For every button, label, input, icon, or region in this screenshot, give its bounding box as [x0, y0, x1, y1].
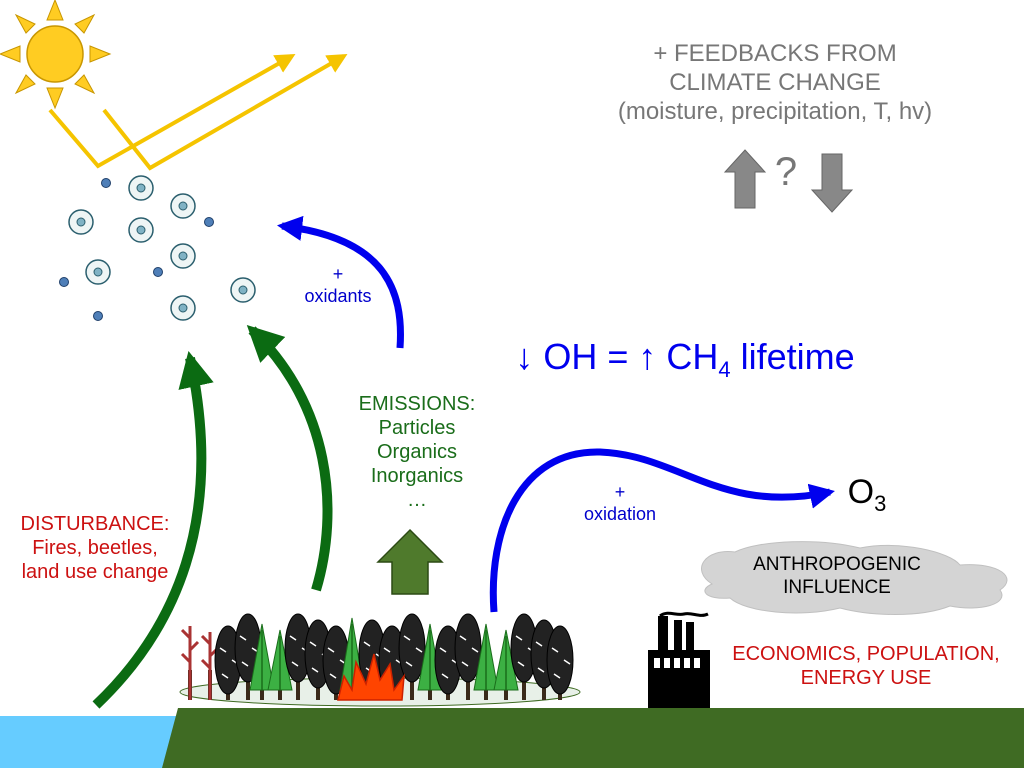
emissions-label: EMISSIONS: Particles Organics Inorganics… [332, 392, 502, 512]
increase-arrow-icon [723, 149, 767, 209]
oh-eq-suffix: lifetime [730, 336, 855, 377]
small-aerosol-particle [153, 267, 163, 277]
aerosol-particle [170, 193, 196, 219]
decrease-arrow-icon [810, 153, 854, 213]
oh-eq-prefix: ↓ OH = ↑ CH [515, 336, 719, 377]
oh-eq-subscript: 4 [718, 357, 731, 383]
tree [454, 613, 482, 700]
tree [546, 625, 574, 700]
emissions-line-2: Particles [378, 417, 456, 439]
emissions-line-5: … [407, 489, 427, 511]
ozone-subscript: 3 [874, 490, 887, 516]
tree [249, 623, 275, 700]
aerosol-particles [59, 175, 256, 321]
small-aerosol-particle [59, 277, 69, 287]
disturbance-arrow [92, 350, 214, 709]
disturbance-line-3: land use change [21, 561, 169, 583]
economics-line-2: ENERGY USE [800, 667, 932, 689]
tree [214, 625, 242, 700]
fire-icon [337, 653, 405, 701]
anthropogenic-line-2: INFLUENCE [783, 576, 891, 598]
oxidants-text: oxidants [304, 285, 372, 306]
anthropogenic-line-1: ANTHROPOGENIC [753, 554, 921, 575]
aerosol-particle [68, 209, 94, 235]
ozone-base: O [847, 473, 875, 511]
oxidation-label: + oxidation [560, 482, 680, 525]
cloud-icon [701, 541, 1008, 615]
oh-ch4-lifetime-label: ↓ OH = ↑ CH4 lifetime [470, 335, 900, 384]
question-mark: ? [774, 150, 798, 194]
forest-icon [179, 613, 581, 707]
emissions-line-1: EMISSIONS: [358, 393, 476, 415]
oxidants-label: + oxidants [288, 264, 388, 307]
ground [162, 708, 1024, 768]
small-aerosol-particle [204, 217, 214, 227]
tree [180, 626, 200, 700]
disturbance-line-1: DISTURBANCE: [20, 513, 170, 535]
tree [473, 623, 499, 700]
feedback-line-1: + FEEDBACKS FROM [653, 40, 897, 67]
aerosol-particle [170, 295, 196, 321]
emissions-up-arrow-icon [376, 528, 444, 595]
feedback-label: + FEEDBACKS FROM CLIMATE CHANGE (moistur… [560, 40, 990, 126]
oxidants-plus: + [332, 264, 344, 284]
aerosol-particle [128, 217, 154, 243]
feedback-line-2: CLIMATE CHANGE [669, 68, 881, 96]
reflected-sunlight-arrows [48, 54, 348, 171]
anthropogenic-influence-label: ANTHROPOGENIC INFLUENCE [712, 554, 962, 600]
tree [398, 613, 426, 700]
aerosol-particle [128, 175, 154, 201]
emissions-to-particles-arrow [246, 325, 333, 592]
economics-label: ECONOMICS, POPULATION, ENERGY USE [706, 642, 1024, 690]
feedback-line-3: (moisture, precipitation, T, hv) [617, 97, 933, 125]
oxidants-arrow [276, 215, 404, 349]
aerosol-particle [230, 277, 256, 303]
aerosol-particle [85, 259, 111, 285]
water [0, 716, 185, 768]
tree [493, 629, 519, 700]
emissions-line-3: Organics [376, 441, 458, 463]
factory-icon [648, 611, 710, 708]
disturbance-line-2: Fires, beetles, [32, 537, 158, 559]
small-aerosol-particle [101, 178, 111, 188]
aerosol-particle [170, 243, 196, 269]
tree [434, 625, 462, 700]
sun-icon [0, 0, 112, 110]
oxidation-arrow [489, 448, 835, 613]
emissions-line-4: Inorganics [370, 465, 464, 487]
economics-line-1: ECONOMICS, POPULATION, [732, 643, 1000, 665]
oxidation-plus: + [614, 482, 626, 502]
small-aerosol-particle [93, 311, 103, 321]
disturbance-label: DISTURBANCE: Fires, beetles, land use ch… [0, 512, 190, 584]
ozone-label: O3 [832, 472, 902, 517]
oxidation-text: oxidation [583, 503, 657, 524]
tree [200, 632, 220, 700]
